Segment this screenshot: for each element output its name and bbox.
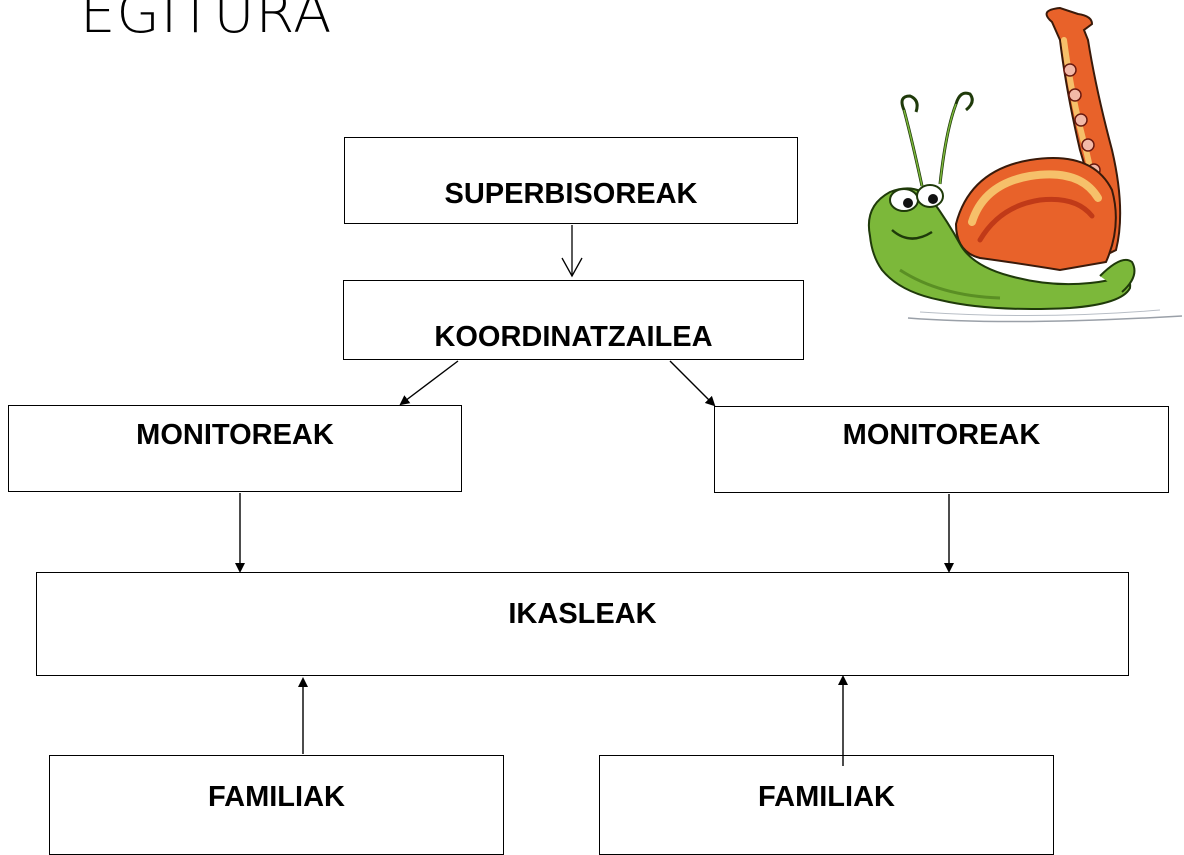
node-familiak-right: FAMILIAK: [599, 755, 1054, 855]
node-ikasleak: IKASLEAK: [36, 572, 1129, 676]
node-koordinatzailea: KOORDINATZAILEA: [343, 280, 804, 360]
node-familiak-left: FAMILIAK: [49, 755, 504, 855]
edge-koordinatzailea-monitoreak-right: [669, 360, 716, 407]
slide-title: EGITURA: [80, 0, 333, 46]
snail-saxophone-icon: [868, 6, 1183, 323]
node-monitoreak-left: MONITOREAK: [8, 405, 462, 492]
edge-superbisoreak-koordinatzailea: [561, 225, 583, 278]
node-monitoreak-right: MONITOREAK: [714, 406, 1169, 493]
node-superbisoreak: SUPERBISOREAK: [344, 137, 798, 224]
edge-koordinatzailea-monitoreak-left: [399, 360, 459, 406]
